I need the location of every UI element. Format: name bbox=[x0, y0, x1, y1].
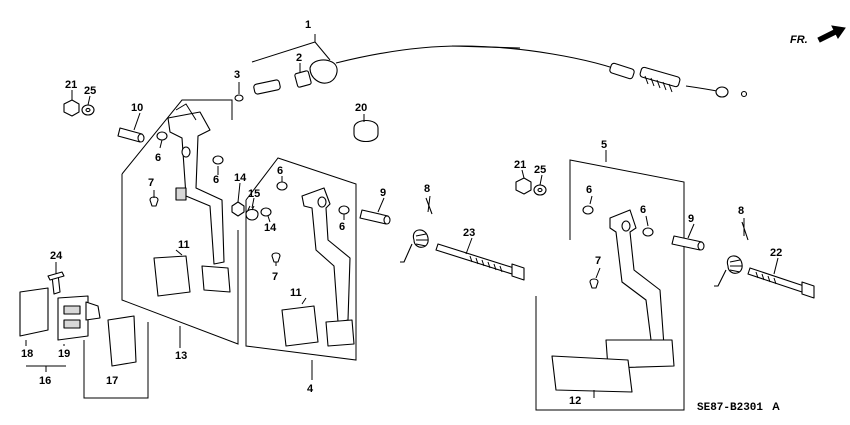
cable-grommet bbox=[309, 59, 338, 84]
cap-20: 20 bbox=[353, 102, 379, 143]
throttle-cable bbox=[335, 45, 631, 75]
callout-13: 13 bbox=[175, 350, 187, 362]
callout-3: 3 bbox=[234, 69, 240, 81]
nut-14a bbox=[231, 201, 245, 217]
callout-9a: 9 bbox=[380, 187, 386, 199]
clutch-pedal-pad bbox=[201, 265, 231, 293]
callout-1: 1 bbox=[305, 19, 311, 31]
nut-21 bbox=[63, 99, 80, 117]
callout-6e: 6 bbox=[586, 184, 592, 196]
spring-15 bbox=[245, 208, 259, 221]
brake-pedal-assembly-5: 6 6 7 12 5 bbox=[535, 139, 685, 411]
callout-6c: 6 bbox=[277, 165, 283, 177]
callout-5: 5 bbox=[601, 139, 607, 151]
callout-6b: 6 bbox=[213, 174, 219, 186]
assembly-13-frame bbox=[121, 99, 239, 345]
clutch-pedal-arm bbox=[167, 111, 225, 265]
auto-brake-pedal-arm bbox=[609, 209, 665, 349]
bushing-6f bbox=[642, 227, 654, 237]
brake-pedal-pad bbox=[325, 319, 355, 347]
nut-washer-left: 21 25 bbox=[63, 79, 96, 117]
cable-end bbox=[253, 79, 281, 95]
callout-7c: 7 bbox=[595, 255, 601, 267]
diagram-code: SE87-B2301 bbox=[697, 402, 763, 414]
bushing-6e bbox=[582, 205, 594, 215]
pedal-pad-19 bbox=[57, 295, 89, 341]
callout-18: 18 bbox=[21, 348, 33, 360]
callout-21b: 21 bbox=[514, 159, 526, 171]
bushing-6b bbox=[212, 155, 224, 165]
callout-11a: 11 bbox=[178, 239, 190, 251]
front-direction-indicator: FR. bbox=[790, 25, 846, 46]
callout-16: 16 bbox=[39, 375, 51, 387]
bolt-22: 22 bbox=[747, 247, 815, 299]
leader-1 bbox=[251, 34, 316, 63]
diagram-code-label: SE87-B2301 A bbox=[697, 401, 780, 414]
callout-22: 22 bbox=[770, 247, 782, 259]
spring-8b: 8 bbox=[714, 205, 749, 287]
clip-3 bbox=[234, 94, 244, 102]
callout-7a: 7 bbox=[148, 177, 154, 189]
bushing-6d bbox=[338, 205, 350, 215]
pedal-pad-12 bbox=[551, 355, 633, 393]
callout-6a: 6 bbox=[155, 152, 161, 164]
clip-7a bbox=[149, 196, 159, 207]
callout-4: 4 bbox=[307, 383, 314, 395]
callout-21a: 21 bbox=[65, 79, 77, 91]
callout-8a: 8 bbox=[424, 183, 430, 195]
clip-7b bbox=[271, 252, 281, 263]
pedal-pad-11b bbox=[281, 305, 319, 347]
callout-15: 15 bbox=[248, 188, 260, 200]
brake-pedal-assembly-4: 6 6 7 11 4 bbox=[245, 157, 357, 395]
callout-9b: 9 bbox=[688, 213, 694, 225]
nut-21b bbox=[515, 177, 532, 195]
callout-8b: 8 bbox=[738, 205, 744, 217]
assembly-5-frame bbox=[535, 159, 685, 411]
spring-8a: 8 bbox=[400, 183, 433, 263]
bushing-6a bbox=[156, 131, 168, 141]
front-arrow-icon bbox=[817, 25, 846, 43]
assembly-4-frame bbox=[245, 157, 357, 361]
small-parts-14-15: 14 15 14 bbox=[231, 172, 277, 234]
callout-20: 20 bbox=[355, 102, 367, 114]
callout-19: 19 bbox=[58, 348, 70, 360]
clutch-pedal-assembly-13: 6 6 7 11 13 bbox=[121, 99, 239, 362]
callout-14b: 14 bbox=[264, 222, 277, 234]
pedal-pad-11a bbox=[153, 255, 191, 297]
callout-6d: 6 bbox=[339, 221, 345, 233]
clip-7c bbox=[589, 278, 599, 289]
callout-25a: 25 bbox=[84, 85, 96, 97]
callout-10: 10 bbox=[131, 102, 143, 114]
callout-6f: 6 bbox=[640, 204, 646, 216]
cable-adjuster bbox=[639, 66, 681, 88]
front-direction-label: FR. bbox=[790, 34, 808, 46]
callout-7b: 7 bbox=[272, 271, 278, 283]
callout-12: 12 bbox=[569, 395, 581, 407]
callout-24: 24 bbox=[50, 250, 63, 262]
bushing-6c bbox=[276, 181, 288, 191]
pin-9b: 9 bbox=[671, 213, 705, 251]
nut-washer-center: 21 25 bbox=[514, 159, 547, 196]
throttle-cable-group: 1 2 3 bbox=[234, 19, 748, 102]
pedal-pad-17 bbox=[107, 315, 137, 367]
bolt-23: 23 bbox=[435, 227, 525, 281]
pedal-pad-set-16: 24 18 19 16 17 bbox=[19, 250, 149, 399]
diagram-revision: A bbox=[772, 401, 780, 413]
pedal-pad-18 bbox=[19, 287, 49, 337]
callout-23: 23 bbox=[463, 227, 475, 239]
nut-14b bbox=[260, 207, 272, 217]
pin-10: 10 bbox=[117, 102, 145, 143]
pin-9a: 9 bbox=[359, 187, 391, 225]
callout-14a: 14 bbox=[234, 172, 247, 184]
callout-11b: 11 bbox=[290, 287, 302, 299]
callout-17: 17 bbox=[106, 375, 118, 387]
callout-2: 2 bbox=[296, 52, 302, 64]
callout-25b: 25 bbox=[534, 164, 546, 176]
